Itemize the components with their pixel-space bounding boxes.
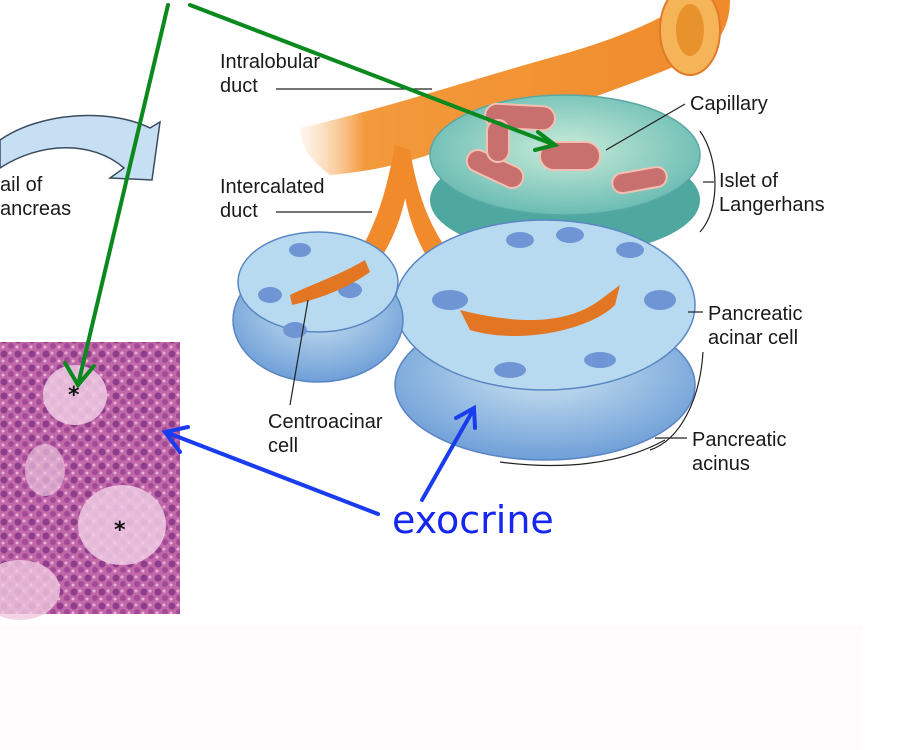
label-intercalated-duct: Intercalated duct bbox=[220, 176, 325, 222]
label-pancreatic-acinus: Pancreatic acinus bbox=[692, 429, 787, 475]
curved-arrow-icon bbox=[0, 114, 161, 181]
small-acinus bbox=[232, 231, 404, 383]
pancreatic-acinus bbox=[394, 219, 696, 461]
label-intralobular-duct: Intralobular duct bbox=[220, 51, 321, 97]
label-tail-of-pancreas: ail of ancreas bbox=[0, 174, 72, 220]
endocrine-arrows bbox=[63, 3, 560, 389]
islet-marker-icon: * bbox=[114, 518, 126, 543]
label-islet-of-langerhans: Islet of Langerhans bbox=[719, 170, 825, 216]
blank-area bbox=[0, 626, 862, 750]
intralobular-duct bbox=[300, 0, 730, 175]
label-centroacinar-cell: Centroacinar cell bbox=[268, 411, 383, 457]
label-pancreatic-acinar-cell: Pancreatic acinar cell bbox=[708, 303, 803, 349]
islet-marker-icon: * bbox=[68, 383, 80, 408]
exocrine-arrows bbox=[161, 404, 477, 516]
histology-image bbox=[0, 342, 180, 620]
exocrine-annotation: exocrine bbox=[392, 498, 554, 542]
label-capillary: Capillary bbox=[690, 93, 768, 115]
islet-of-langerhans bbox=[429, 94, 701, 255]
